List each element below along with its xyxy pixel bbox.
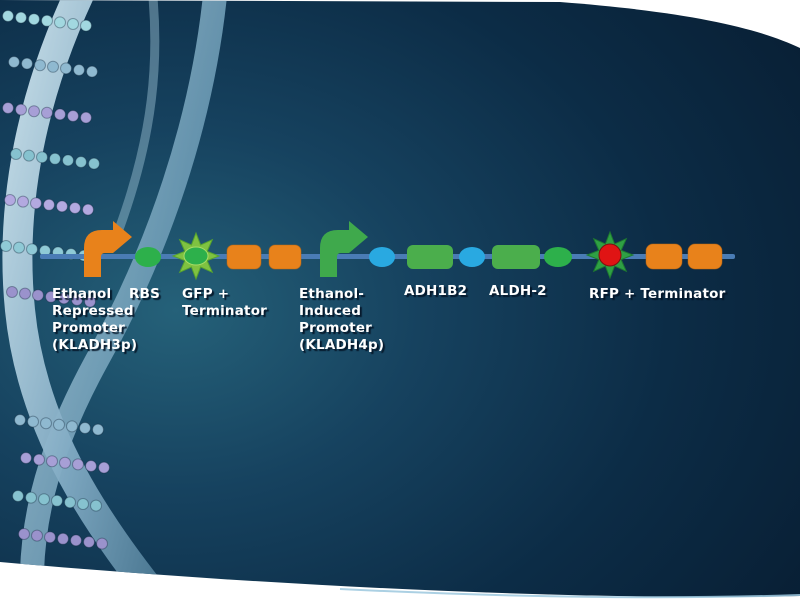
label-rfp-terminator: RFP + Terminator — [589, 286, 726, 302]
bottom-edge-highlight — [339, 588, 800, 599]
blue-marker-2 — [459, 247, 485, 267]
label-adh1b2: ADH1B2 — [404, 283, 468, 299]
rbs-ellipse-1 — [135, 247, 161, 267]
blue-marker-1 — [369, 247, 395, 267]
terminator-rect-2b — [687, 243, 723, 270]
terminator-rect-1b — [268, 244, 302, 270]
label-gfp-terminator: GFP + Terminator — [182, 286, 268, 319]
ethanol-induced-promoter-arrow — [320, 221, 368, 277]
aldh2-gene-rect — [492, 245, 540, 269]
adh1b2-gene-rect — [407, 245, 453, 269]
terminator-rect-2a — [645, 243, 683, 270]
label-aldh2: ALDH-2 — [489, 283, 547, 299]
label-rbs: RBS — [129, 286, 161, 302]
ethanol-repressed-promoter-arrow — [84, 221, 132, 277]
label-ethanol-repressed-promoter: Ethanol Repressed Promoter (KLADH3p) — [52, 286, 138, 353]
terminator-rect-1a — [226, 244, 262, 270]
gfp-star-center — [183, 246, 209, 266]
label-ethanol-induced-promoter: Ethanol- Induced Promoter (KLADH4p) — [299, 286, 385, 353]
rfp-star-center — [598, 243, 622, 267]
rbs-ellipse-2 — [544, 247, 572, 267]
